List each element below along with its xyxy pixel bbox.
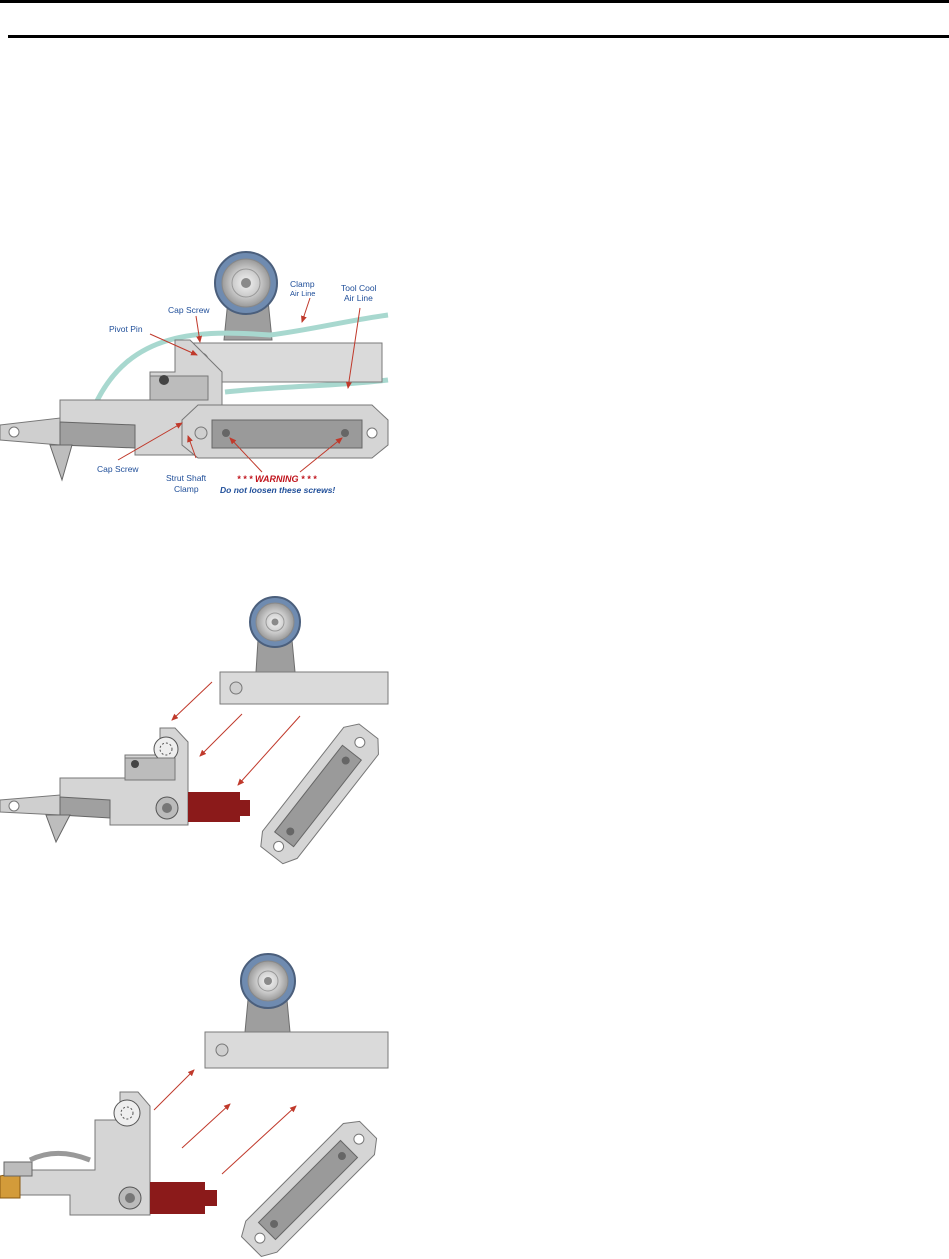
label-clamp-air-line: Clamp — [290, 279, 315, 289]
warning-note: Do not loosen these screws! — [220, 485, 335, 495]
installation-arrows — [153, 1069, 297, 1175]
top-border — [0, 0, 949, 3]
label-strut-shaft-clamp: Clamp — [174, 484, 199, 494]
label-clamp-air-line-2: Air Line — [290, 289, 315, 298]
strut-shaft-clamp — [240, 1120, 378, 1258]
label-cap-screw-bottom: Cap Screw — [97, 464, 139, 474]
bellows-icon — [188, 792, 240, 822]
label-cap-screw-top: Cap Screw — [168, 305, 210, 315]
figure-3-assembly — [0, 953, 389, 1258]
label-pivot-pin: Pivot Pin — [109, 324, 143, 334]
removal-arrows — [171, 681, 301, 786]
leader-arrows — [117, 297, 361, 473]
figure-1-assembled: Clamp Air Line Tool Cool Air Line Cap Sc… — [0, 251, 389, 495]
bellows-icon — [150, 1182, 205, 1214]
upper-arm — [204, 1031, 389, 1069]
roller-wheel-icon — [214, 251, 278, 341]
header-rule — [8, 35, 949, 38]
strut-shaft-clamp — [260, 723, 379, 865]
figure-2-disassembly — [0, 596, 389, 865]
label-tool-cool-2: Air Line — [344, 293, 373, 303]
clamp-body — [19, 1091, 151, 1216]
label-strut-shaft: Strut Shaft — [166, 473, 207, 483]
bearing-icon — [113, 1099, 141, 1127]
cap-screw-icon — [159, 375, 169, 385]
label-tool-cool: Tool Cool — [341, 283, 377, 293]
bearing-icon — [153, 736, 179, 762]
warning-heading: * * * WARNING * * * — [237, 474, 317, 484]
upper-arm — [219, 671, 389, 705]
roller-wheel-icon — [249, 596, 301, 673]
roller-wheel-icon — [240, 953, 296, 1033]
